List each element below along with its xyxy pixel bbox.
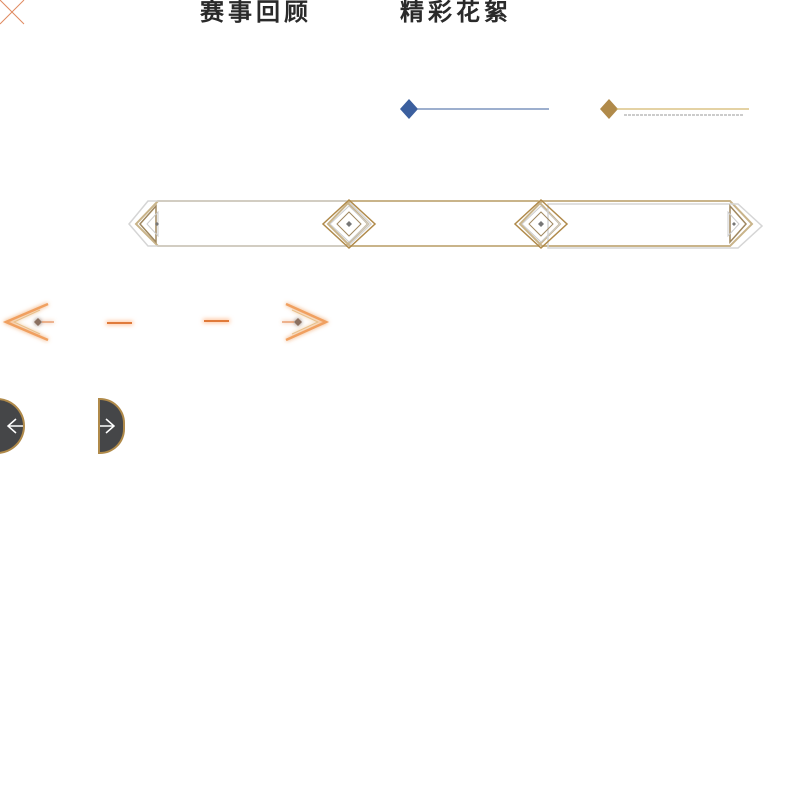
hexagon-tab-2 <box>326 200 562 247</box>
title-highlights: 精彩花絮 <box>400 0 512 26</box>
junction-diamond-1 <box>321 198 377 250</box>
corner-cross-icon <box>0 0 25 25</box>
hexagon-tab-bar <box>128 198 764 250</box>
blue-divider <box>400 99 549 119</box>
gold-divider <box>600 99 749 119</box>
glow-dash-right <box>204 320 229 322</box>
arrow-left-icon <box>6 418 23 434</box>
chevron-left-icon[interactable] <box>0 298 60 346</box>
gold-diamond-icon <box>600 99 618 119</box>
blue-diamond-icon <box>400 99 418 119</box>
junction-diamond-2 <box>513 198 569 250</box>
next-button[interactable] <box>100 400 123 452</box>
hexagon-tab-1 <box>128 200 373 247</box>
arrow-right-icon <box>100 418 116 434</box>
chevron-right-icon[interactable] <box>278 298 334 346</box>
title-match-review: 赛事回顾 <box>200 0 312 26</box>
glow-dash-left <box>107 322 132 324</box>
hexagon-tab-3 <box>518 200 764 249</box>
prev-button[interactable] <box>0 400 23 452</box>
